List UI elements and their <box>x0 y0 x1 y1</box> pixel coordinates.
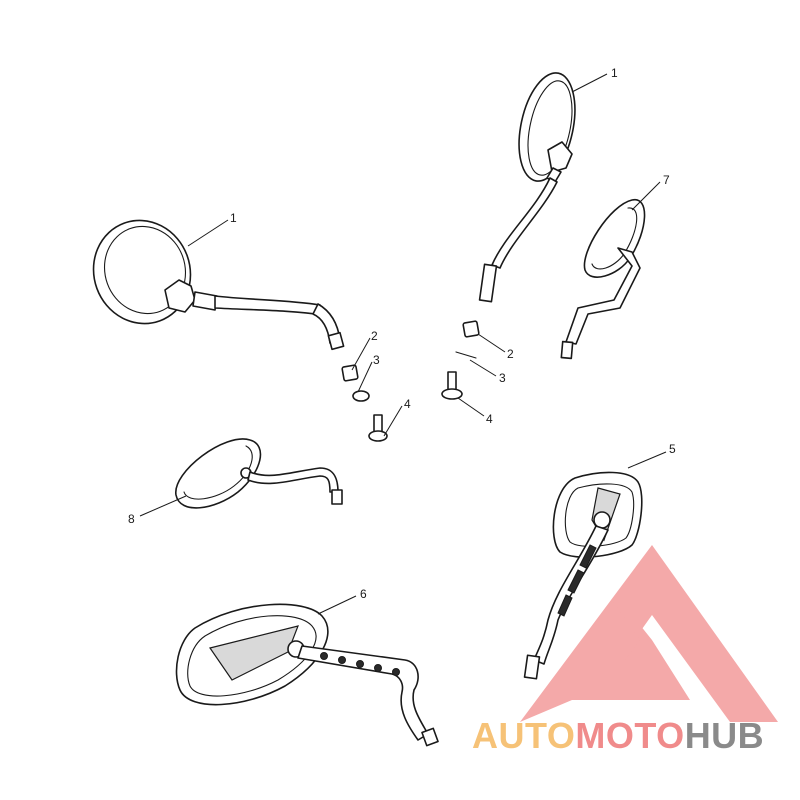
callout-1-upper: 1 <box>611 66 618 80</box>
callout-5: 5 <box>669 442 676 456</box>
watermark-logo <box>520 545 778 722</box>
part-7-mirror <box>560 199 646 360</box>
callout-3-right: 3 <box>499 371 506 385</box>
watermark-text: AUTOMOTOHUB <box>472 715 764 756</box>
callout-2-right: 2 <box>507 347 514 361</box>
callout-6: 6 <box>360 587 367 601</box>
watermark-triangle <box>520 545 778 722</box>
part-1-mirror-left <box>92 219 345 351</box>
callout-7: 7 <box>663 173 670 187</box>
part-8-mirror <box>175 438 343 509</box>
part-5-mirror <box>523 471 643 680</box>
watermark-hub: HUB <box>685 715 765 756</box>
callout-3-left: 3 <box>373 353 380 367</box>
part-6-mirror <box>175 603 439 747</box>
hardware-right <box>441 320 480 400</box>
callout-2-left: 2 <box>371 329 378 343</box>
watermark-triangle-inner <box>595 600 640 660</box>
callout-4-left: 4 <box>404 397 411 411</box>
callout-4-right: 4 <box>486 412 493 426</box>
watermark-auto: AUTO <box>472 715 575 756</box>
leader-lines <box>139 73 667 615</box>
hardware-left <box>341 364 388 442</box>
watermark-moto: MOTO <box>575 715 684 756</box>
callout-1-left: 1 <box>230 211 237 225</box>
callout-labels: 1 1 2 2 3 3 4 4 5 6 7 8 <box>128 66 676 601</box>
part-1-mirror-right <box>478 72 576 303</box>
callout-8: 8 <box>128 512 135 526</box>
